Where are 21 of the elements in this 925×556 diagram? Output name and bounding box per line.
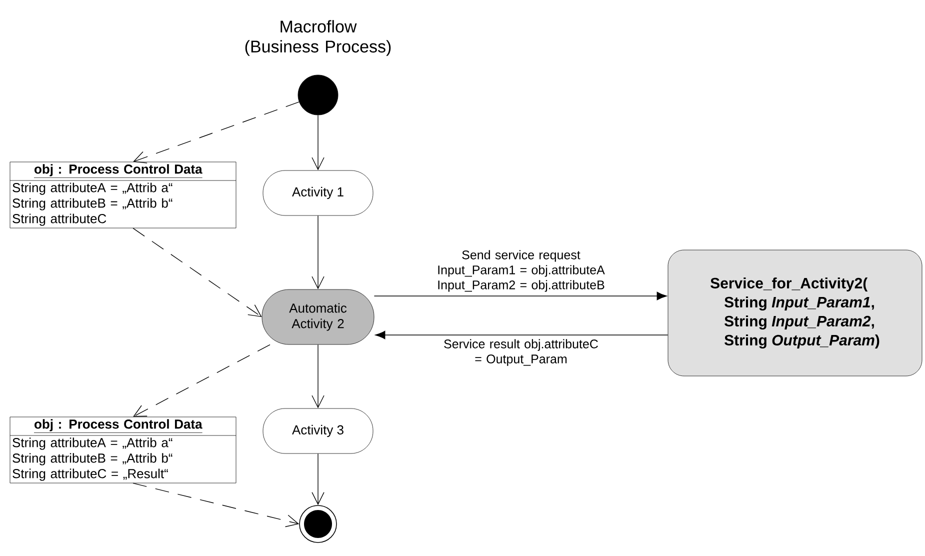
- edge-label: Service result obj.attributeC = Output_Param: [434, 338, 608, 367]
- activity-node: Automatic Activity 2: [262, 289, 374, 345]
- arrow: [375, 330, 668, 340]
- object-box: obj : Process Control Data String attributeA = „Attrib a“ String attributeB = „Attrib b“ String attributeC = „Result“: [10, 416, 236, 484]
- edge-label: Send service request Input_Param1 = obj.attributeA Input_Param2 = obj.attributeB: [434, 249, 608, 293]
- start-node: [298, 74, 338, 116]
- arrow: [312, 344, 324, 408]
- arrow: [312, 453, 324, 506]
- service-box: Service_for_Activity2( String Input_Param1, String Input_Param2, String Output_Param): [668, 250, 922, 376]
- arrow: [312, 215, 324, 290]
- arrow: [312, 114, 324, 170]
- title: Macroflow (Business Process): [245, 20, 391, 56]
- arrow: [133, 344, 270, 417]
- arrow: [374, 292, 667, 300]
- activity-node: Activity 3: [262, 408, 374, 454]
- end-node: [299, 505, 337, 543]
- activity-node: Activity 1: [262, 170, 374, 216]
- object-box: obj : Process Control Data String attributeA = „Attrib a“ String attributeB = „Attrib b“ String attributeC: [10, 162, 236, 228]
- arrow: [132, 228, 262, 317]
- arrow: [133, 102, 300, 164]
- arrow: [132, 482, 300, 528]
